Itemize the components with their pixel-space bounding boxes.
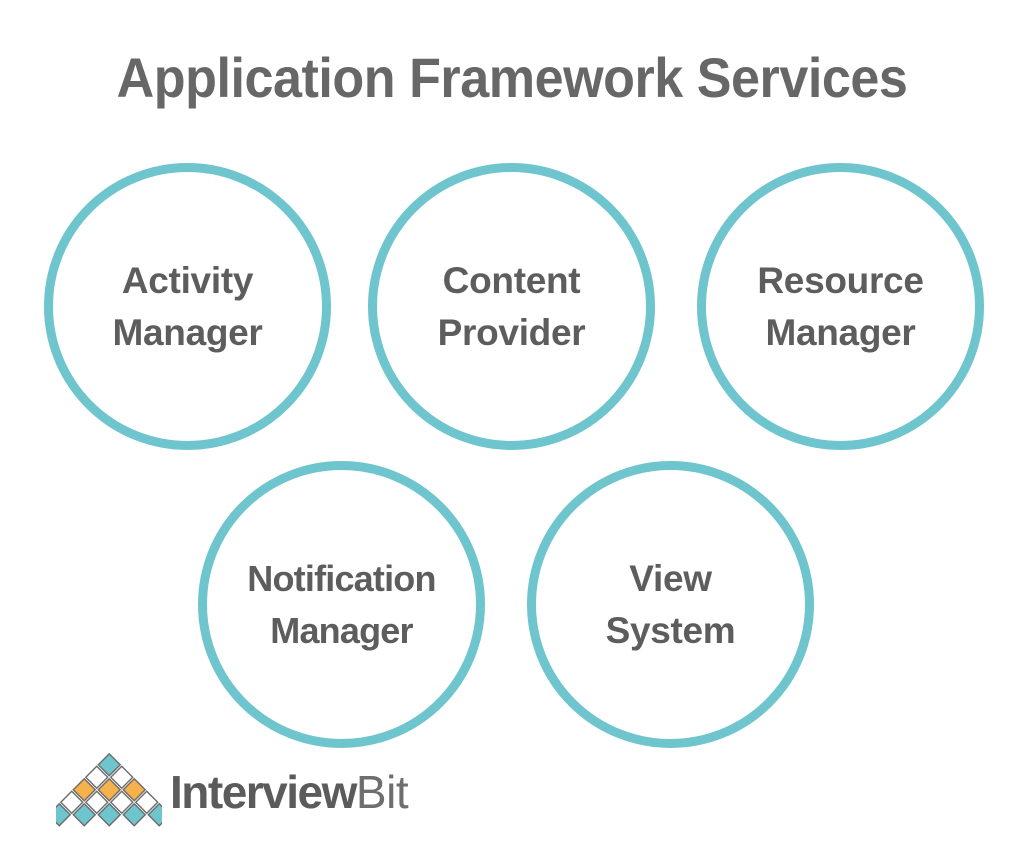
circle-label-notification-manager: Notification Manager (247, 557, 436, 651)
brand-wordmark-bit: Bit (355, 766, 409, 818)
page-title: Application Framework Services (116, 46, 908, 109)
brand-logo[interactable]: InterviewBit (56, 750, 409, 830)
circle-node-resource-manager[interactable]: Resource Manager (697, 163, 984, 450)
brand-wordmark-interview: Interview (170, 766, 357, 818)
circle-label-activity-manager: Activity Manager (112, 259, 263, 353)
circle-label-content-provider: Content Provider (437, 259, 586, 353)
circle-label-resource-manager: Resource Manager (757, 259, 924, 353)
brand-wordmark: InterviewBit (170, 766, 409, 818)
circle-label-view-system: View System (605, 557, 736, 651)
circle-node-view-system[interactable]: View System (527, 461, 814, 748)
circle-node-activity-manager[interactable]: Activity Manager (44, 163, 331, 450)
circle-node-notification-manager[interactable]: Notification Manager (198, 461, 485, 748)
interviewbit-diamond-pyramid-icon (56, 753, 162, 827)
circle-node-content-provider[interactable]: Content Provider (368, 163, 655, 450)
